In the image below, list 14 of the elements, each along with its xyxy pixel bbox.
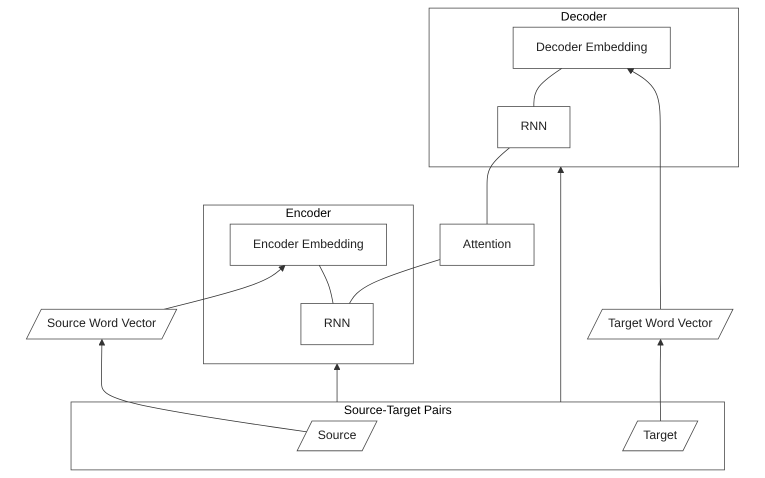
connector	[318, 264, 334, 304]
node-box: Decoder Embedding	[512, 26, 671, 69]
connector	[533, 68, 562, 107]
connector	[486, 147, 510, 224]
arrow	[98, 339, 308, 432]
arrow	[626, 68, 661, 310]
arrow	[557, 166, 564, 402]
arrow	[657, 339, 664, 422]
node-box: RNN	[497, 106, 570, 148]
node-box: Encoder Embedding	[230, 224, 387, 266]
node-box: RNN	[300, 303, 374, 346]
arrow	[334, 364, 340, 402]
node-box: Attention	[440, 224, 534, 266]
connector	[349, 259, 440, 304]
